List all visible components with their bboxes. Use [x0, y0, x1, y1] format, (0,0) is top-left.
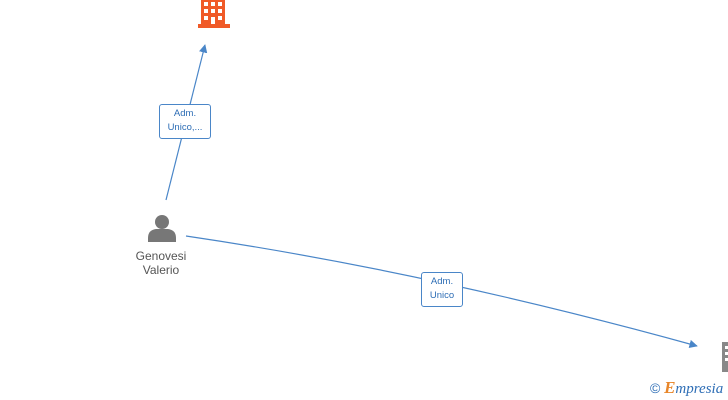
edge-label-line: Adm.: [173, 108, 197, 119]
person-name[interactable]: Genovesi Valerio: [111, 249, 211, 277]
copyright-symbol: ©: [650, 380, 661, 396]
brand-name: mpresia: [675, 381, 724, 397]
building-icon[interactable]: [198, 0, 230, 28]
brand-watermark: © Empresia: [650, 378, 723, 398]
person-icon[interactable]: [148, 215, 176, 242]
person-name-second-line: Valerio: [142, 263, 180, 277]
person-name-first-line: Genovesi: [135, 249, 187, 263]
edge-label-line: Adm.: [430, 276, 454, 287]
brand-initial: E: [664, 378, 676, 397]
edge-label-line: Unico,...: [167, 122, 203, 133]
edge-label-line: Unico: [429, 290, 455, 301]
edge-label-role[interactable]: Adm. Unico,...: [159, 104, 211, 139]
edge-label-role[interactable]: Adm. Unico: [421, 272, 463, 307]
building-icon[interactable]: [722, 342, 728, 372]
